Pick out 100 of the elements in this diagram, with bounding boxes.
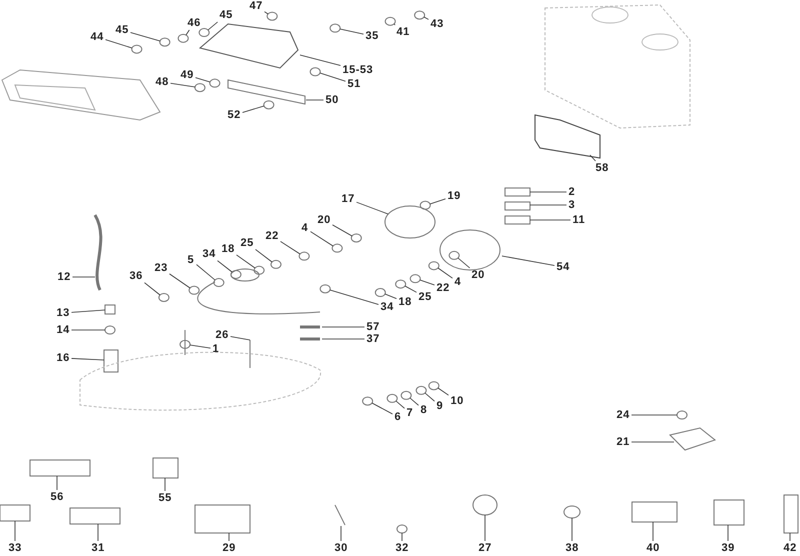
leader-line — [196, 264, 216, 280]
callout-number: 49 — [180, 69, 194, 81]
callout-number: 25 — [418, 291, 432, 303]
part-icon — [410, 274, 421, 284]
callout-number: 47 — [250, 0, 263, 12]
part-icon — [188, 286, 200, 295]
leader-line — [236, 254, 256, 268]
part-icon — [263, 100, 274, 110]
callout-number: 57 — [366, 321, 380, 333]
leader-line — [430, 198, 446, 204]
callout-number: 22 — [436, 282, 450, 294]
part-icon — [104, 326, 116, 334]
leader-line — [438, 268, 453, 279]
callout-number: 45 — [220, 9, 233, 21]
callout-number: 14 — [56, 324, 70, 336]
leader-line — [384, 294, 397, 299]
leader-line — [372, 402, 393, 414]
callout-number: 54 — [556, 261, 570, 273]
part-icon — [254, 266, 265, 275]
leader-line — [652, 522, 654, 542]
callout-number: 27 — [478, 542, 492, 554]
callout-number: 7 — [406, 407, 414, 419]
leader-line — [438, 388, 449, 396]
part-icon — [209, 78, 220, 88]
leader-line — [208, 22, 218, 30]
part-icon — [395, 280, 406, 289]
leader-line — [190, 344, 211, 349]
callout-number: 17 — [342, 193, 355, 205]
callout-number: 23 — [154, 262, 168, 274]
callout-number: 6 — [394, 411, 402, 423]
callout-number: 51 — [348, 78, 361, 90]
leader-line — [631, 414, 678, 416]
leader-line — [424, 16, 429, 20]
leader-line — [590, 154, 596, 162]
leader-line — [56, 476, 58, 490]
part-icon — [213, 278, 224, 288]
leader-line — [356, 202, 388, 214]
part-icon — [159, 38, 170, 47]
callout-number: 56 — [50, 491, 64, 503]
callout-number: 13 — [56, 307, 70, 319]
leader-line — [71, 358, 104, 360]
callout-number: 37 — [366, 333, 380, 345]
leader-line — [310, 231, 334, 246]
part-icon — [270, 260, 282, 269]
leader-line — [322, 338, 365, 340]
leader-line — [502, 256, 555, 266]
leader-line — [320, 72, 346, 82]
callout-number: 15-53 — [342, 64, 374, 76]
part-icon — [330, 24, 341, 33]
leader-line — [264, 11, 268, 14]
callout-number: 18 — [222, 243, 235, 255]
callout-number: 46 — [188, 17, 201, 29]
callout-number: 10 — [450, 395, 464, 407]
leader-line — [458, 258, 470, 268]
leader-line — [330, 290, 379, 305]
callout-number: 34 — [202, 248, 216, 260]
part-icon — [384, 16, 396, 26]
callout-number: 1 — [212, 343, 220, 355]
part-icon — [158, 292, 170, 302]
callout-number: 40 — [646, 542, 660, 554]
leader-line — [242, 106, 264, 113]
callout-number: 20 — [472, 269, 485, 281]
part-icon — [320, 284, 331, 294]
callout-number: 20 — [318, 214, 331, 226]
callout-number: 22 — [266, 230, 279, 242]
leader-line — [105, 39, 132, 48]
callout-number: 39 — [722, 542, 735, 554]
leader-line — [424, 392, 435, 402]
callout-number: 5 — [188, 254, 194, 266]
callout-number: 36 — [130, 270, 143, 282]
part-icon — [310, 67, 321, 76]
leader-line — [195, 77, 210, 82]
callout-number: 32 — [396, 542, 409, 554]
leader-line — [230, 336, 250, 340]
callout-number: 41 — [396, 26, 410, 38]
callout-number: 25 — [240, 237, 254, 249]
callout-number: 34 — [380, 301, 394, 313]
leader-line — [72, 276, 96, 278]
leader-line — [340, 526, 342, 542]
leader-line — [322, 326, 365, 328]
part-icon — [400, 390, 412, 400]
part-icon — [298, 252, 310, 261]
callout-number: 11 — [572, 214, 586, 226]
callout-number: 33 — [8, 542, 22, 554]
callout-number: 24 — [616, 409, 630, 421]
part-icon — [416, 386, 427, 395]
callout-number: 43 — [430, 18, 444, 30]
callout-number: 44 — [90, 31, 104, 43]
callout-number: 29 — [222, 542, 236, 554]
part-icon — [178, 34, 189, 43]
callout-number: 58 — [596, 162, 609, 174]
part-icon — [676, 410, 688, 420]
callout-number: 31 — [92, 542, 105, 554]
part-icon — [428, 381, 440, 390]
leader-line — [217, 260, 232, 272]
callout-number: 12 — [58, 271, 71, 283]
callout-number: 52 — [228, 109, 241, 121]
part-icon — [428, 261, 440, 270]
callout-number: 4 — [454, 276, 462, 288]
part-icon — [448, 250, 460, 260]
